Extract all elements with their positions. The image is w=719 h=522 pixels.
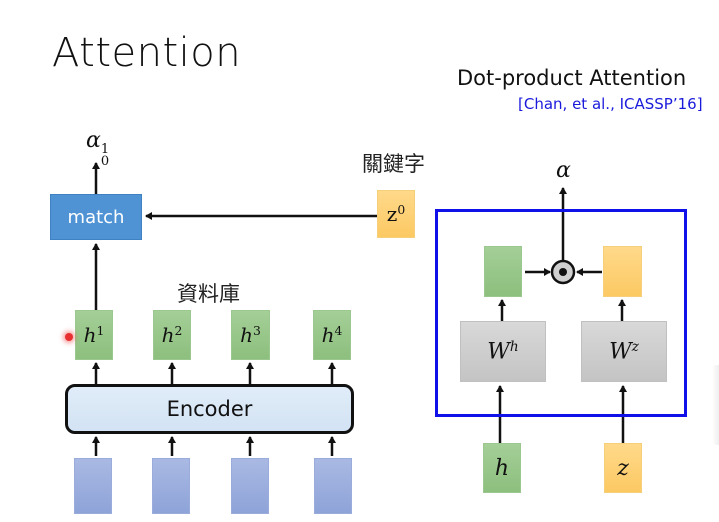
citation-link: [Chan, et al., ICASSP’16] <box>518 95 703 113</box>
hidden-state-h1: h1 <box>75 310 113 360</box>
alpha-label: α <box>556 158 571 183</box>
hidden-state-h3: h3 <box>231 310 270 360</box>
weight-wz-box: Wz <box>581 321 667 382</box>
weight-wh-box: Wh <box>460 321 546 382</box>
match-box: match <box>50 194 142 240</box>
input-vector-1 <box>74 458 112 514</box>
database-label: 資料庫 <box>177 282 240 306</box>
encoder-box: Encoder <box>65 384 354 434</box>
input-vector-3 <box>231 458 269 514</box>
input-vector-4 <box>314 458 352 514</box>
attention-frame <box>435 209 687 417</box>
hidden-state-h4: h4 <box>313 310 351 360</box>
projected-h-box <box>484 246 522 297</box>
hidden-state-h2: h2 <box>153 310 191 360</box>
match-label: match <box>67 206 125 228</box>
pointer-cursor-icon <box>65 333 73 341</box>
edge-shadow <box>712 365 719 445</box>
input-z-box: z <box>604 443 642 493</box>
keyword-label: 關鍵字 <box>362 152 425 176</box>
input-h-box: h <box>483 443 521 493</box>
slide-title: Attention <box>52 30 242 76</box>
query-z0-box: z0 <box>377 190 415 238</box>
projected-z-box <box>603 246 642 297</box>
input-vector-2 <box>152 458 190 514</box>
dot-product-icon <box>550 259 576 285</box>
slide-subtitle: Dot-product Attention <box>457 66 687 90</box>
encoder-label: Encoder <box>166 397 253 421</box>
